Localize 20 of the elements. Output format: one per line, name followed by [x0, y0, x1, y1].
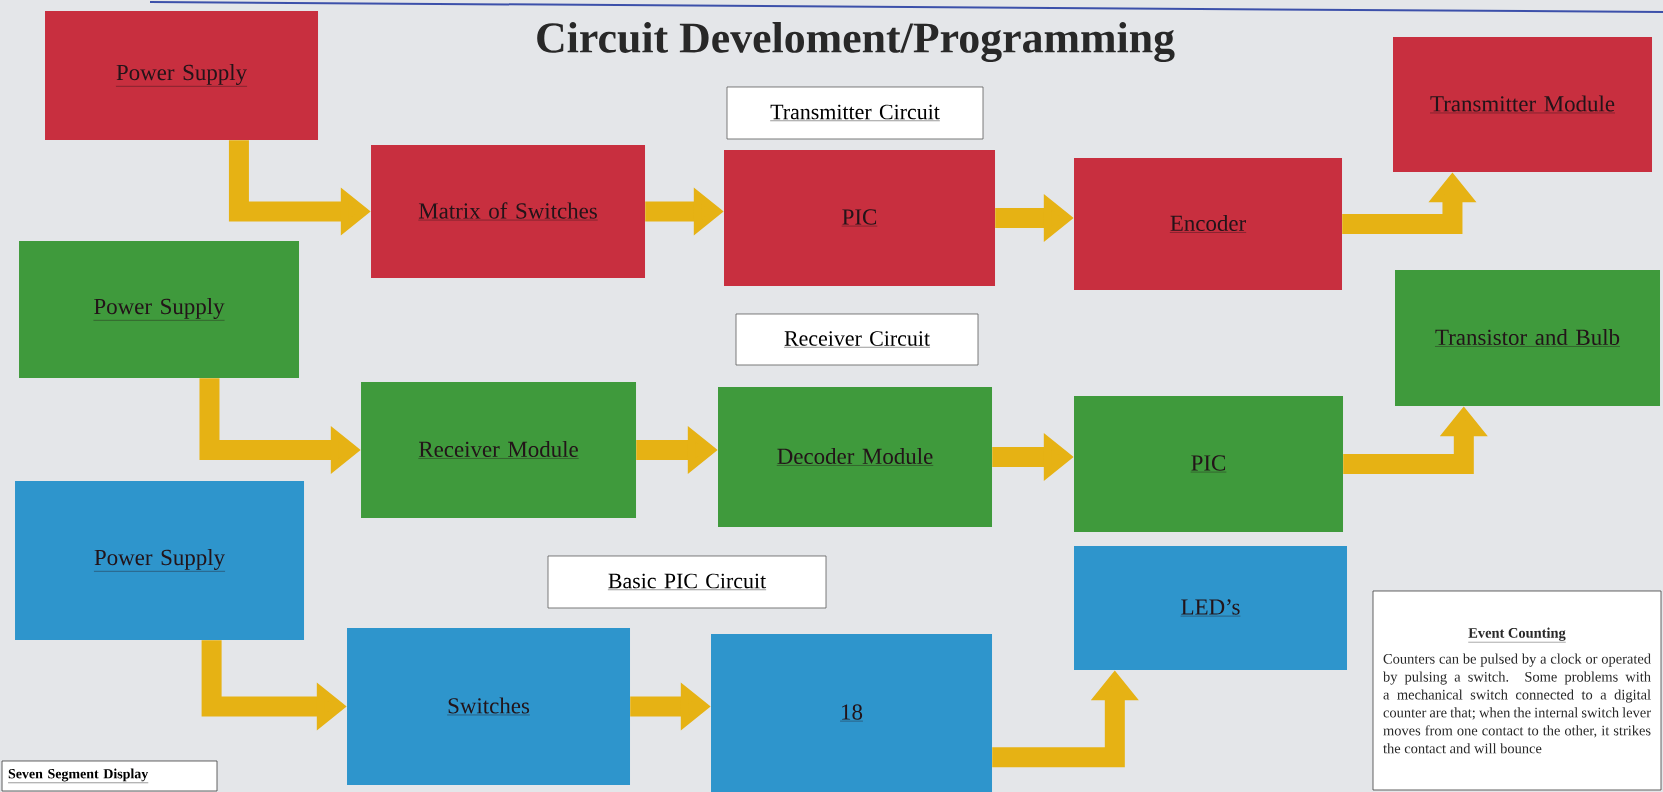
title: Circuit Develoment/Programming	[537, 21, 1175, 63]
note-box: Event Counting Counters can be pulsed by a clock or operated by pulsing a switch. Some problems with a mechanical switch connected to a digital counter are that; when the internal switch lever moves from one contact to the other, it strikes the contact and will bounce	[1372, 590, 1662, 791]
heading-box: Receiver Circuit	[735, 313, 979, 366]
process-box: PIC	[724, 150, 995, 286]
heading-box: Basic PIC Circuit	[547, 555, 827, 609]
process-box: Receiver Module	[361, 382, 636, 518]
process-box: Decoder Module	[718, 387, 992, 527]
process-box: Power Supply	[19, 241, 299, 378]
process-box: Transmitter Module	[1393, 37, 1652, 172]
process-box: Power Supply	[45, 11, 318, 140]
process-box: LED’s	[1074, 546, 1347, 670]
heading-box: Seven Segment Display	[1, 760, 218, 792]
process-box: 18	[711, 634, 992, 792]
process-box: PIC	[1074, 396, 1343, 532]
process-box: Transistor and Bulb	[1395, 270, 1660, 406]
process-box: Encoder	[1074, 158, 1342, 290]
heading-box: Transmitter Circuit	[726, 86, 984, 140]
process-box: Power Supply	[15, 481, 304, 640]
process-box: Matrix of Switches	[371, 145, 645, 278]
process-box: Switches	[347, 628, 630, 785]
